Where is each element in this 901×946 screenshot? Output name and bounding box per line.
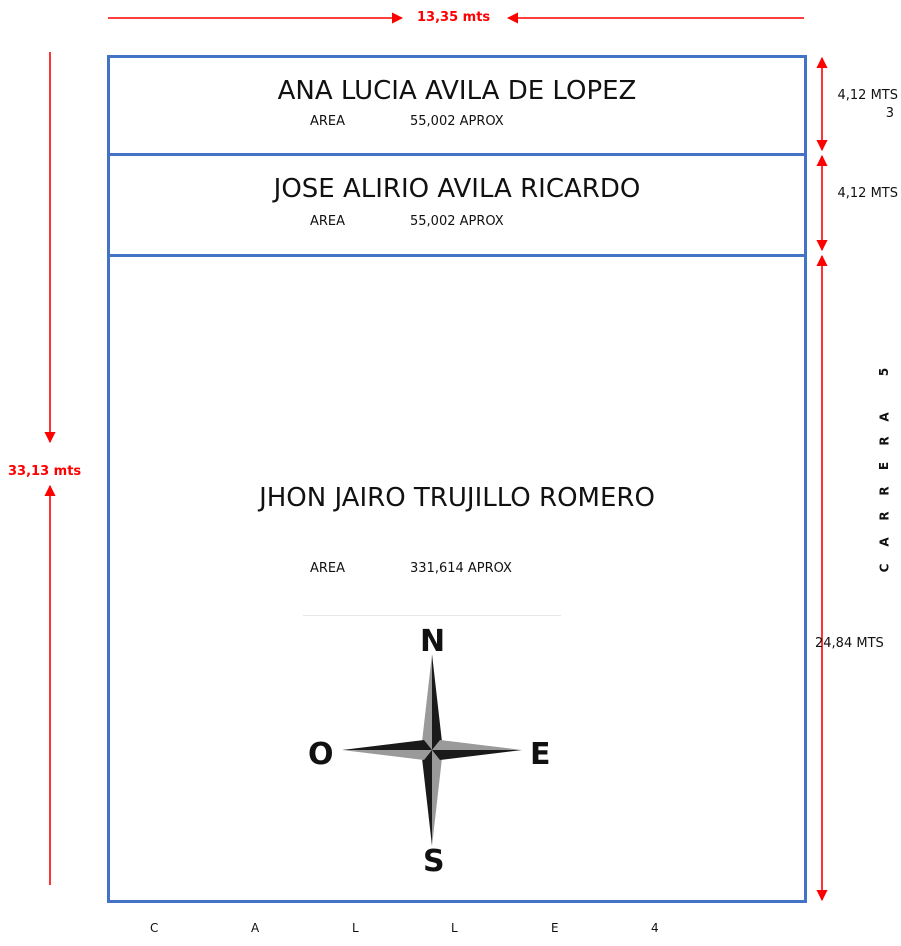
lot-owner-name: ANA LUCIA AVILA DE LOPEZ	[277, 76, 637, 106]
lot2-depth-label: 4,12 MTS	[837, 186, 899, 201]
lot-area-label: AREA	[310, 561, 346, 576]
carrera-letter: 5	[877, 367, 892, 377]
compass-east-label: E	[530, 737, 551, 772]
carrera-letter: R	[877, 486, 892, 496]
lot-owner-name: JOSE ALIRIO AVILA RICARDO	[273, 174, 641, 204]
lot-area-label: AREA	[310, 214, 346, 229]
carrera-letter: C	[877, 563, 892, 573]
lot3-depth-label: 24,84 MTS	[815, 636, 884, 651]
compass-divider	[303, 615, 561, 616]
carrera-letter: R	[877, 511, 892, 521]
lot-area-label: AREA	[310, 114, 346, 129]
lot-ana-lucia: ANA LUCIA AVILA DE LOPEZ AREA 55,002 APR…	[107, 55, 807, 156]
calle-letter: E	[551, 921, 559, 935]
lot1-depth-label: 4,12 MTS	[837, 88, 899, 103]
compass-west-label: O	[308, 737, 334, 772]
lot-owner-name: JHON JAIRO TRUJILLO ROMERO	[259, 483, 655, 513]
carrera-letter: E	[877, 461, 892, 471]
calle-letter: A	[251, 921, 260, 935]
left-dimension-label: 33,13 mts	[8, 464, 82, 479]
calle-letter: L	[352, 921, 359, 935]
lot-jose-alirio: JOSE ALIRIO AVILA RICARDO AREA 55,002 AP…	[107, 153, 807, 257]
lot-jhon-jairo: JHON JAIRO TRUJILLO ROMERO AREA 331,614 …	[107, 254, 807, 903]
compass-rose: N S E O	[303, 612, 561, 887]
lot-area-value: 331,614 APROX	[410, 561, 512, 576]
calle-letter: C	[150, 921, 159, 935]
carrera-letter: A	[877, 537, 892, 547]
top-dimension-label: 13,35 mts	[417, 10, 491, 25]
lot-area-value: 55,002 APROX	[410, 114, 504, 129]
lot-area-value: 55,002 APROX	[410, 214, 504, 229]
calle-letter: L	[451, 921, 458, 935]
compass-south-label: S	[423, 844, 445, 879]
calle-letter: 4	[651, 921, 659, 935]
lot1-depth-extra: 3	[885, 106, 894, 121]
carrera-letter: A	[877, 412, 892, 422]
carrera-letter: R	[877, 436, 892, 446]
compass-rose-icon	[342, 654, 522, 846]
compass-north-label: N	[420, 624, 446, 659]
